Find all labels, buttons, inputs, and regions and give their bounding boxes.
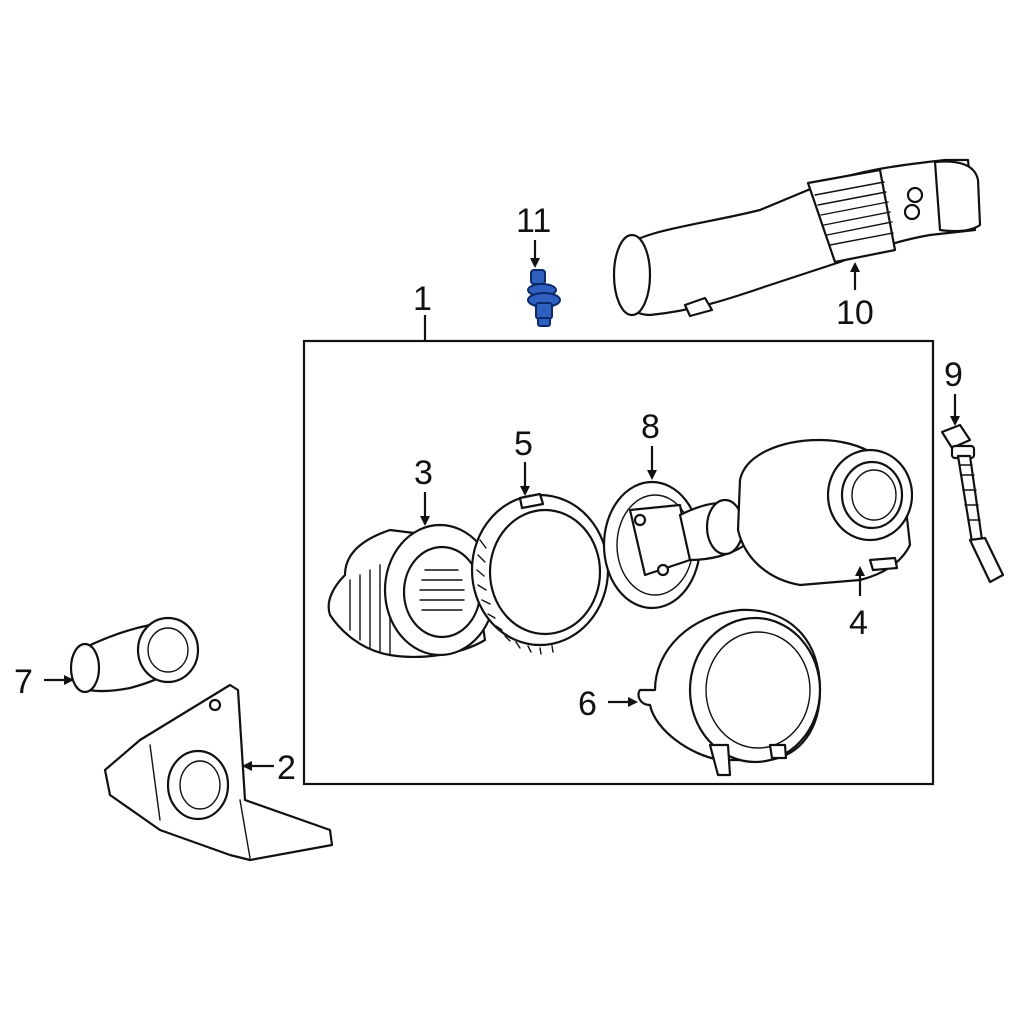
part-11-fastener[interactable]	[527, 269, 561, 327]
callout-5[interactable]: 5	[514, 425, 533, 463]
part-10-intake-duct[interactable]	[612, 158, 982, 318]
part-3-air-filter[interactable]	[327, 523, 497, 658]
callout-3[interactable]: 3	[414, 454, 433, 492]
callout-6[interactable]: 6	[578, 685, 597, 723]
part-7-hose[interactable]	[69, 616, 200, 694]
part-4-air-cleaner-cover[interactable]	[736, 438, 914, 587]
callout-7[interactable]: 7	[14, 663, 33, 701]
part-8-sensor-housing[interactable]	[602, 480, 747, 610]
callout-11[interactable]: 11	[516, 202, 551, 240]
callout-10[interactable]: 10	[836, 294, 874, 332]
assembly-box	[302, 339, 935, 786]
callout-2[interactable]: 2	[277, 749, 296, 787]
part-6-lower-housing[interactable]	[637, 608, 822, 777]
part-5-seal-ring[interactable]	[470, 492, 610, 655]
callout-1[interactable]: 1	[413, 280, 432, 318]
part-9-sensor[interactable]	[940, 423, 1005, 584]
callout-4[interactable]: 4	[849, 604, 868, 642]
callout-9[interactable]: 9	[944, 356, 963, 394]
callout-8[interactable]: 8	[641, 408, 660, 446]
part-2-bracket[interactable]	[103, 683, 334, 862]
